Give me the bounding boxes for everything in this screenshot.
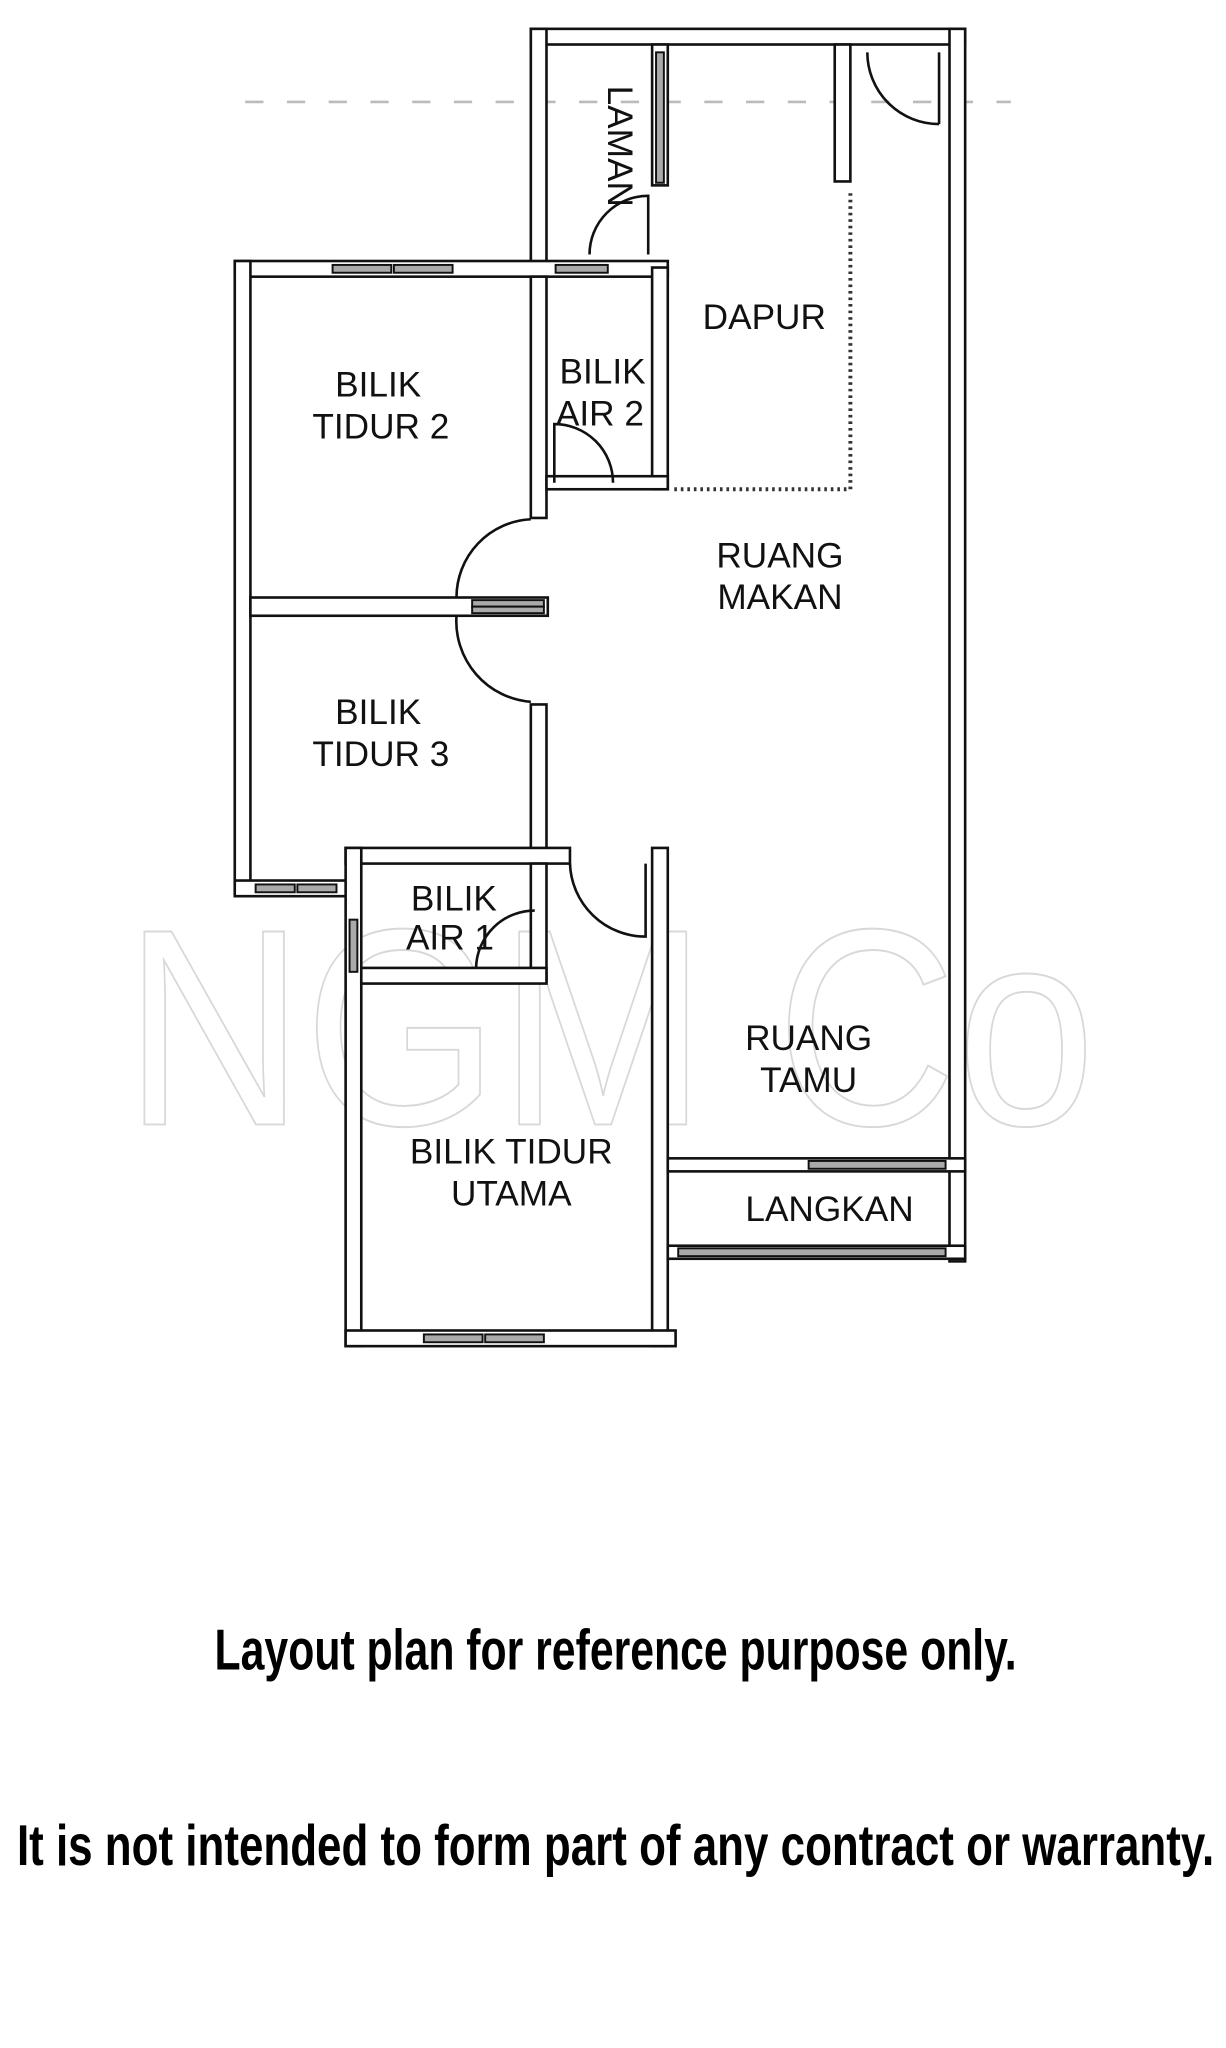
room-bilik-air-2-l2: AIR 2 <box>556 394 644 433</box>
room-laman: LAMAN <box>600 86 639 207</box>
room-bilik-tidur-3-l2: TIDUR 3 <box>312 735 449 774</box>
room-bilik-tidur-utama-l2: UTAMA <box>451 1174 572 1213</box>
room-ruang-makan-l2: MAKAN <box>717 578 842 617</box>
room-bilik-air-2-l1: BILIK <box>560 353 647 392</box>
room-bilik-tidur-3-l1: BILIK <box>335 693 422 732</box>
room-bilik-tidur-2-l2: TIDUR 2 <box>312 407 449 446</box>
room-bilik-air-1-l2: AIR 1 <box>406 919 494 958</box>
room-ruang-makan-l1: RUANG <box>716 537 843 576</box>
room-bilik-tidur-utama-l1: BILIK TIDUR <box>410 1133 613 1172</box>
disclaimer-line-2: It is not intended to form part of any c… <box>17 1814 1214 1878</box>
room-dapur: DAPUR <box>703 298 826 337</box>
kitchen-boundary <box>671 193 853 492</box>
room-ruang-tamu-l2: TAMU <box>760 1061 857 1100</box>
doors <box>455 52 941 968</box>
room-bilik-air-1-l1: BILIK <box>411 880 498 919</box>
watermark: NGM Co <box>124 871 1096 1184</box>
disclaimer-line-1: Layout plan for reference purpose only. <box>215 1619 1017 1683</box>
room-bilik-tidur-2-l1: BILIK <box>335 366 422 405</box>
windows <box>254 51 947 1344</box>
room-langkan: LANGKAN <box>745 1190 913 1229</box>
room-ruang-tamu-l1: RUANG <box>745 1019 872 1058</box>
